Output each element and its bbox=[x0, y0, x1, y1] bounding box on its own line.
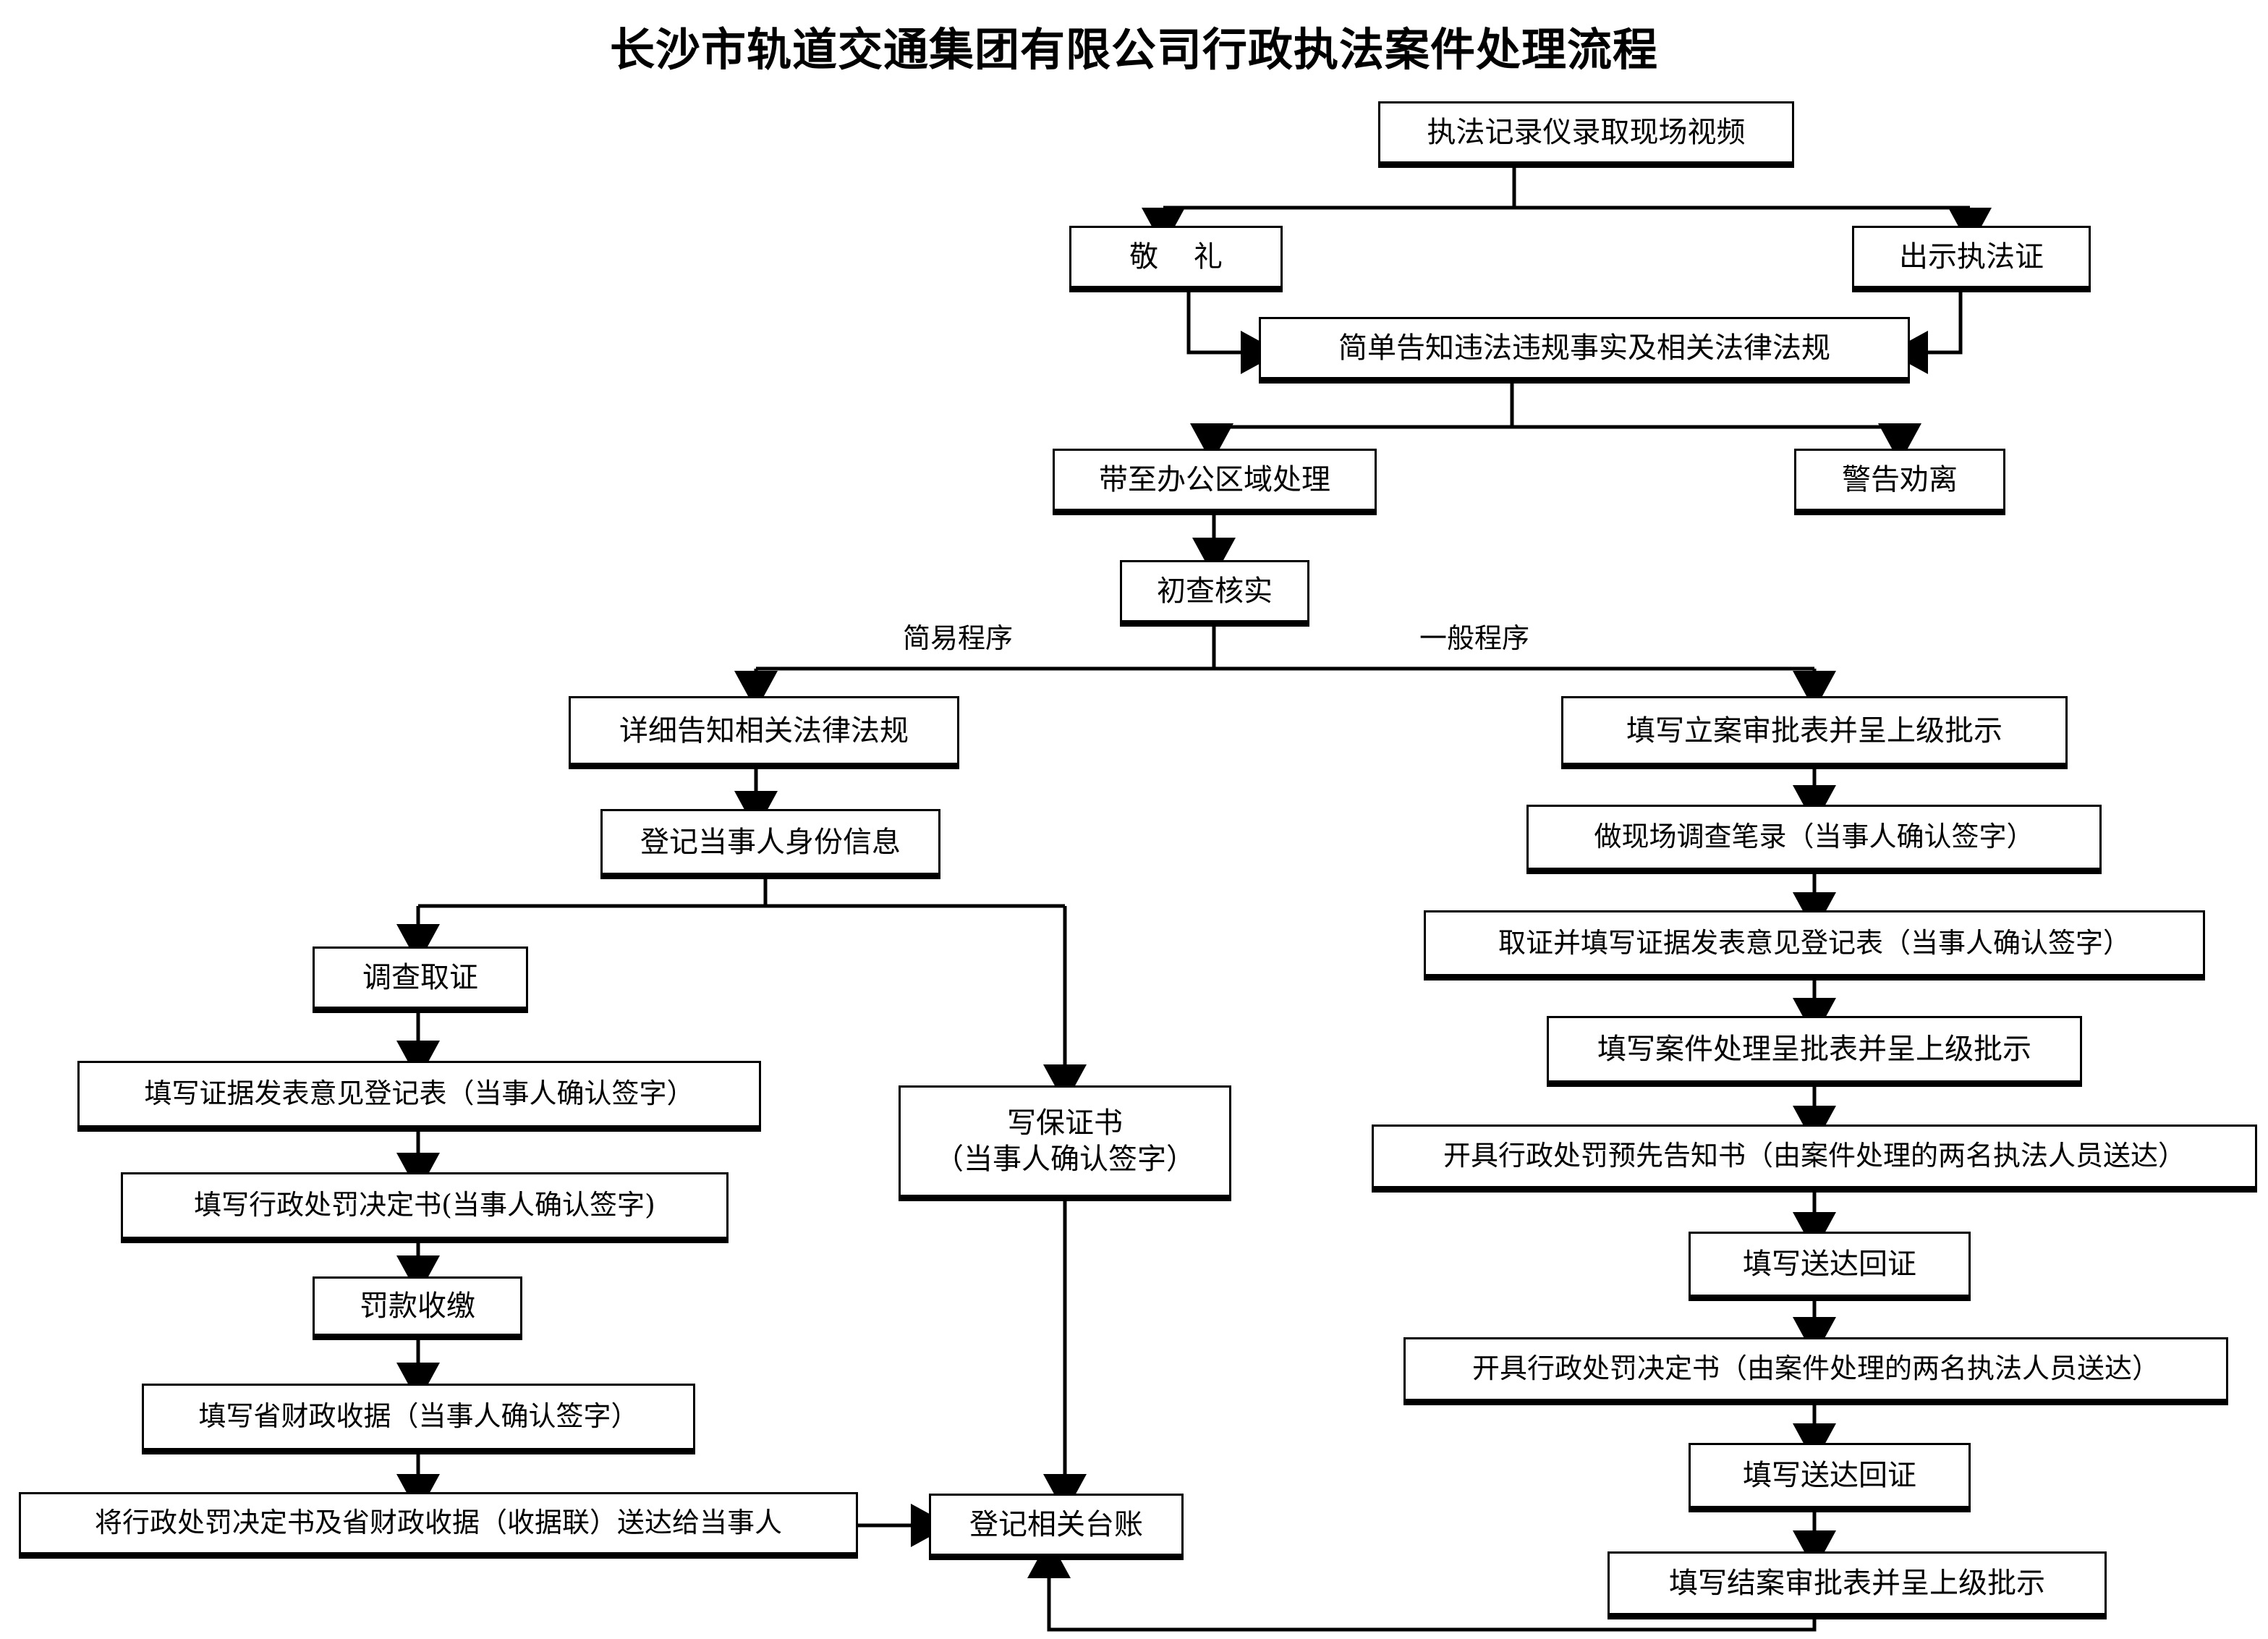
node-fill-delivery-receipt-1[interactable]: 填写送达回证 bbox=[1689, 1232, 1971, 1301]
node-label: 调查取证 bbox=[362, 961, 478, 994]
node-label: 填写送达回证 bbox=[1743, 1248, 1916, 1281]
node-salute[interactable]: 敬 礼 bbox=[1069, 226, 1283, 292]
node-label: 敬 礼 bbox=[1129, 240, 1236, 274]
node-label: 罚款收缴 bbox=[360, 1289, 475, 1323]
node-label: 写保证书 （当事人确认签字） bbox=[935, 1106, 1195, 1176]
node-fill-provincial-receipt[interactable]: 填写省财政收据（当事人确认签字） bbox=[142, 1384, 695, 1454]
node-label: 做现场调查笔录（当事人确认签字） bbox=[1594, 821, 2034, 853]
node-label: 开具行政处罚预先告知书（由案件处理的两名执法人员送达） bbox=[1443, 1140, 2186, 1172]
node-issue-prior-notice[interactable]: 开具行政处罚预先告知书（由案件处理的两名执法人员送达） bbox=[1372, 1125, 2257, 1193]
node-fill-evidence-opinion-form[interactable]: 填写证据发表意见登记表（当事人确认签字） bbox=[77, 1061, 761, 1132]
node-fill-penalty-decision[interactable]: 填写行政处罚决定书(当事人确认签字) bbox=[121, 1172, 729, 1243]
node-deliver-documents[interactable]: 将行政处罚决定书及省财政收据（收据联）送达给当事人 bbox=[19, 1492, 858, 1559]
node-label: 登记当事人身份信息 bbox=[640, 825, 901, 859]
node-label: 出示执法证 bbox=[1899, 240, 2044, 274]
edge-label-general-procedure: 一般程序 bbox=[1419, 622, 1530, 654]
node-investigate-evidence[interactable]: 调查取证 bbox=[313, 946, 528, 1013]
node-label: 警告劝离 bbox=[1842, 463, 1958, 496]
node-label: 将行政处罚决定书及省财政收据（收据联）送达给当事人 bbox=[94, 1507, 782, 1539]
node-label: 填写省财政收据（当事人确认签字） bbox=[198, 1400, 639, 1433]
node-brief-notice[interactable]: 简单告知违法违规事实及相关法律法规 bbox=[1259, 317, 1910, 384]
node-record-video[interactable]: 执法记录仪录取现场视频 bbox=[1378, 101, 1794, 168]
node-register-identity[interactable]: 登记当事人身份信息 bbox=[600, 809, 940, 879]
node-preliminary-check[interactable]: 初查核实 bbox=[1120, 560, 1309, 627]
node-write-guarantee[interactable]: 写保证书 （当事人确认签字） bbox=[899, 1085, 1231, 1201]
node-case-handling-approval[interactable]: 填写案件处理呈批表并呈上级批示 bbox=[1547, 1016, 2082, 1087]
node-collect-fine[interactable]: 罚款收缴 bbox=[313, 1276, 522, 1340]
node-take-to-office[interactable]: 带至办公区域处理 bbox=[1053, 449, 1377, 515]
node-label: 填写结案审批表并呈上级批示 bbox=[1669, 1567, 2045, 1600]
node-label: 详细告知相关法律法规 bbox=[619, 713, 909, 747]
node-label: 带至办公区域处理 bbox=[1099, 463, 1330, 496]
node-label: 初查核实 bbox=[1157, 575, 1273, 608]
node-issue-penalty-decision[interactable]: 开具行政处罚决定书（由案件处理的两名执法人员送达） bbox=[1403, 1337, 2228, 1405]
node-closing-approval[interactable]: 填写结案审批表并呈上级批示 bbox=[1607, 1551, 2107, 1619]
node-label: 取证并填写证据发表意见登记表（当事人确认签字） bbox=[1498, 926, 2131, 959]
node-onsite-record[interactable]: 做现场调查笔录（当事人确认签字） bbox=[1526, 805, 2102, 874]
node-warn-and-disperse[interactable]: 警告劝离 bbox=[1794, 449, 2005, 515]
node-label: 填写案件处理呈批表并呈上级批示 bbox=[1597, 1033, 2031, 1066]
node-show-credentials[interactable]: 出示执法证 bbox=[1852, 226, 2091, 292]
node-label: 填写送达回证 bbox=[1743, 1459, 1916, 1492]
node-label: 填写行政处罚决定书(当事人确认签字) bbox=[194, 1189, 655, 1221]
edge-label-simple-procedure: 简易程序 bbox=[903, 622, 1014, 654]
node-label: 开具行政处罚决定书（由案件处理的两名执法人员送达） bbox=[1471, 1352, 2159, 1385]
node-label: 执法记录仪录取现场视频 bbox=[1427, 116, 1746, 149]
node-detailed-notice[interactable]: 详细告知相关法律法规 bbox=[569, 696, 959, 769]
node-label: 登记相关台账 bbox=[969, 1508, 1143, 1541]
node-label: 填写立案审批表并呈上级批示 bbox=[1626, 713, 2002, 747]
node-label: 简单告知违法违规事实及相关法律法规 bbox=[1338, 331, 1830, 365]
node-file-case-approval[interactable]: 填写立案审批表并呈上级批示 bbox=[1561, 696, 2068, 769]
page-title: 长沙市轨道交通集团有限公司行政执法案件处理流程 bbox=[609, 23, 1658, 76]
node-collect-evidence-form[interactable]: 取证并填写证据发表意见登记表（当事人确认签字） bbox=[1424, 910, 2205, 981]
node-register-ledger[interactable]: 登记相关台账 bbox=[929, 1494, 1184, 1560]
node-label: 填写证据发表意见登记表（当事人确认签字） bbox=[144, 1077, 695, 1110]
node-fill-delivery-receipt-2[interactable]: 填写送达回证 bbox=[1689, 1443, 1971, 1512]
